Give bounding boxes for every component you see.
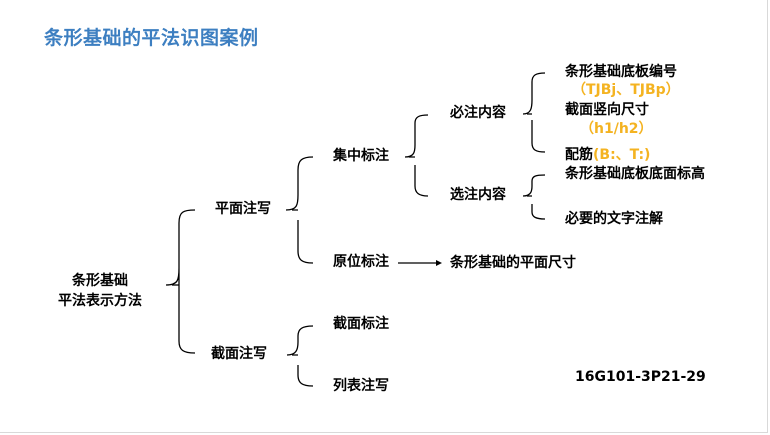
optional-item-2: 必要的文字注解 xyxy=(565,211,663,227)
required-item-2: 截面竖向尺寸 xyxy=(565,102,649,118)
node-optional: 选注内容 xyxy=(450,187,506,203)
connector-root xyxy=(165,209,196,354)
node-section: 截面注写 xyxy=(211,346,267,362)
reference-code: 16G101-3P21-29 xyxy=(575,369,706,385)
node-original: 原位标注 xyxy=(333,254,389,270)
connector-optional xyxy=(522,174,546,220)
connector-required xyxy=(522,72,546,153)
connector-concentrated xyxy=(404,114,429,197)
required-item-2-note: （h1/h2） xyxy=(580,121,653,137)
required-item-1-note: （TJBj、TJBp） xyxy=(572,82,680,98)
original-target: 条形基础的平面尺寸 xyxy=(450,255,576,271)
node-plan: 平面注写 xyxy=(215,201,271,217)
connector-plan xyxy=(285,156,314,264)
required-item-1: 条形基础底板编号 xyxy=(565,64,677,80)
node-table: 列表注写 xyxy=(333,378,389,394)
connector-section xyxy=(286,325,314,387)
root-node: 条形基础 平法表示方法 xyxy=(58,271,142,311)
node-concentrated: 集中标注 xyxy=(333,148,389,164)
required-item-3: 配筋(B:、T:) xyxy=(565,147,650,164)
page-title: 条形基础的平法识图案例 xyxy=(44,27,259,49)
required-item-3-label: 配筋 xyxy=(565,147,593,163)
node-section-mark: 截面标注 xyxy=(333,316,389,332)
root-label-line2: 平法表示方法 xyxy=(58,293,142,309)
node-required: 必注内容 xyxy=(450,105,506,121)
root-label-line1: 条形基础 xyxy=(72,273,128,289)
optional-item-1: 条形基础底板底面标高 xyxy=(565,166,705,182)
required-item-3-note: (B:、T:) xyxy=(593,147,651,163)
